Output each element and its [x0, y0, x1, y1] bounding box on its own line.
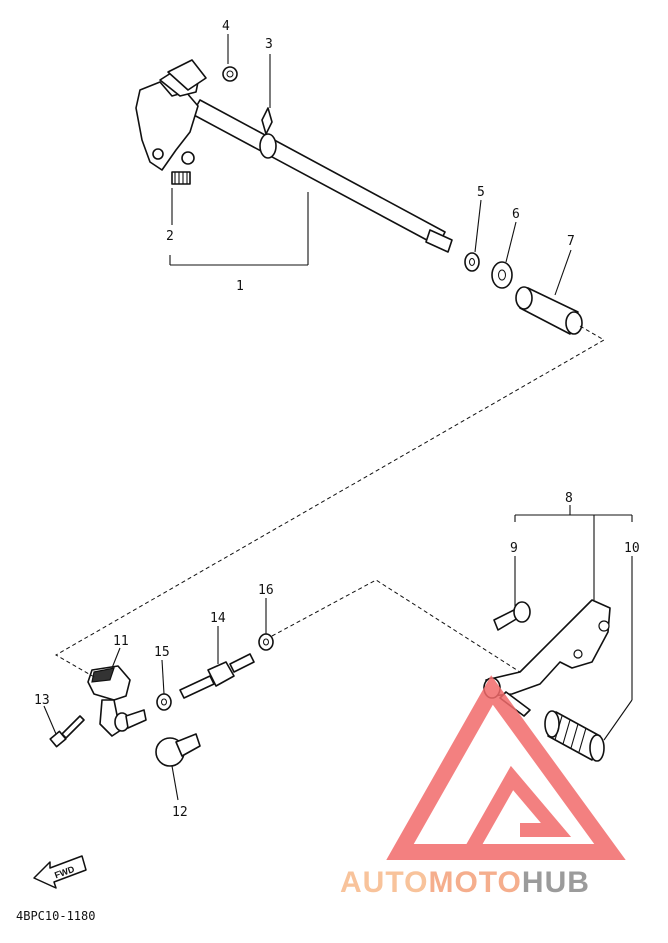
callout-labels: 1 2 3 4 5 6 7 8 9 10 11 12 13 14 15 16	[34, 19, 640, 820]
callout-13: 13	[34, 693, 50, 708]
callout-9: 9	[510, 541, 518, 556]
watermark-logo-icon	[386, 675, 626, 860]
watermark-auto: AUTO	[340, 866, 428, 899]
svg-text:AUTOMOTOHUB: AUTOMOTOHUB	[340, 866, 590, 899]
watermark-moto: MOTO	[428, 866, 521, 899]
bolt-13-part	[49, 715, 85, 748]
shift-shaft-assembly	[135, 59, 453, 253]
bolt-9-part	[493, 601, 531, 631]
torsion-spring-part	[171, 171, 191, 185]
circlip-part	[222, 66, 238, 82]
watermark-hub: HUB	[522, 866, 590, 899]
diagram-code: 4BPC10-1180	[16, 909, 95, 923]
callout-11: 11	[113, 634, 129, 649]
callout-6: 6	[512, 207, 520, 222]
pedal-rubber-part	[544, 710, 605, 762]
washer-6-part	[491, 261, 513, 289]
nut-16-part	[258, 633, 274, 651]
callout-8: 8	[565, 491, 573, 506]
callout-14: 14	[210, 611, 226, 626]
assembly-dash-lines	[54, 325, 605, 679]
shift-rod-part	[179, 653, 255, 699]
callout-7: 7	[567, 234, 575, 249]
callout-3: 3	[265, 37, 273, 52]
callout-12: 12	[172, 805, 188, 820]
fwd-arrow-icon: FWD	[33, 855, 87, 889]
callout-2: 2	[166, 229, 174, 244]
callout-16: 16	[258, 583, 274, 598]
shift-arm-part	[87, 665, 147, 737]
callout-1: 1	[236, 279, 244, 294]
callout-5: 5	[477, 185, 485, 200]
leader-lines	[43, 34, 633, 801]
callout-4: 4	[222, 19, 230, 34]
nut-15-part	[156, 693, 172, 711]
collar-7-part	[515, 286, 583, 335]
automotohub-watermark: AUTOMOTOHUB	[340, 675, 626, 899]
callout-10: 10	[624, 541, 640, 556]
rod-end-part	[155, 733, 201, 767]
callout-15: 15	[154, 645, 170, 660]
washer-5-part	[464, 252, 480, 272]
